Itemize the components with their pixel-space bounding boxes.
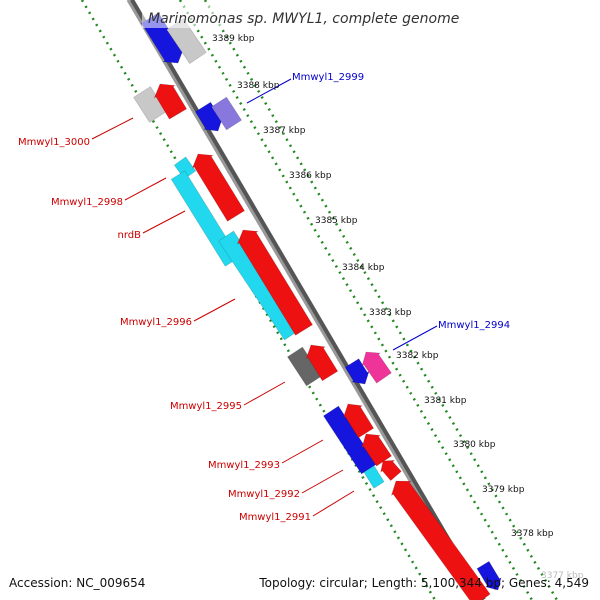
gene-label-mmwyl1-2996: Mmwyl1_2996 xyxy=(120,317,192,328)
gene-label-mmwyl1-2995: Mmwyl1_2995 xyxy=(170,401,242,412)
leader-mmwyl1-3000 xyxy=(91,117,134,140)
leader-mmwyl1-2991 xyxy=(312,490,355,517)
backbone-shadow xyxy=(128,0,486,600)
leader-nrdb xyxy=(142,210,186,234)
leader-mmwyl1-2994 xyxy=(392,325,438,351)
tick-label-3389: 3389 kbp xyxy=(212,34,255,44)
tick-label-3385: 3385 kbp xyxy=(315,216,358,226)
leader-mmwyl1-2996 xyxy=(193,298,236,322)
tick-label-3387: 3387 kbp xyxy=(263,126,306,136)
gene-mmwyl1-2992 xyxy=(361,433,393,467)
tick-label-3382: 3382 kbp xyxy=(396,351,439,361)
accession-text: Accession: NC_009654 xyxy=(9,576,145,590)
gene-label-mmwyl1-2991: Mmwyl1_2991 xyxy=(239,512,311,523)
genome-summary-text: Topology: circular; Length: 5,100,344 bp… xyxy=(258,576,589,590)
gene-label-mmwyl1-2999: Mmwyl1_2999 xyxy=(292,72,364,83)
tick-label-3379: 3379 kbp xyxy=(482,485,525,495)
gene-label-mmwyl1-2992: Mmwyl1_2992 xyxy=(228,489,300,500)
gene-mmwyl1-2996 xyxy=(236,229,314,336)
leader-mmwyl1-2999 xyxy=(246,78,292,104)
tick-label-3378: 3378 kbp xyxy=(511,529,554,539)
title-background xyxy=(142,6,428,28)
gene-features xyxy=(133,12,502,600)
leader-lines xyxy=(91,78,438,517)
gene-label-mmwyl1-2993: Mmwyl1_2993 xyxy=(208,460,280,471)
gene-label-nrdb: nrdB xyxy=(118,230,142,241)
tick-label-3377: 3377 kbp xyxy=(541,571,584,581)
gene-label-mmwyl1-2998: Mmwyl1_2998 xyxy=(51,197,123,208)
tick-label-3380: 3380 kbp xyxy=(453,440,496,450)
leader-mmwyl1-2995 xyxy=(243,381,286,406)
gene-reverse-bottom xyxy=(476,560,502,591)
gene-mmwyl1-2995 xyxy=(305,344,339,382)
tick-label-3386: 3386 kbp xyxy=(289,171,332,181)
gene-mmwyl1-2994-a xyxy=(344,358,370,385)
tick-label-3384: 3384 kbp xyxy=(342,263,385,273)
gene-mmwyl1-2999-b xyxy=(210,96,243,131)
leader-mmwyl1-2992 xyxy=(301,469,344,494)
map-title: Marinomonas sp. MWYL1, complete genome xyxy=(148,11,459,27)
gene-label-mmwyl1-2994: Mmwyl1_2994 xyxy=(438,320,510,331)
gene-mmwyl1-2992-cyan xyxy=(363,465,385,489)
gene-mmwyl1-2991-small xyxy=(380,459,402,482)
leader-mmwyl1-2998 xyxy=(124,177,167,201)
gene-label-mmwyl1-3000: Mmwyl1_3000 xyxy=(18,137,90,148)
gene-mmwyl1-2994-b xyxy=(361,351,392,384)
tick-label-3381: 3381 kbp xyxy=(424,396,467,406)
gene-mmwyl1-2991 xyxy=(390,480,491,600)
gene-mmwyl1-2998 xyxy=(191,153,246,222)
scale-ticks: 3389 kbp 3388 kbp 3387 kbp 3386 kbp 3385… xyxy=(212,34,584,581)
gene-mmwyl1-3000 xyxy=(153,83,188,120)
gene-mmwyl1-2993 xyxy=(342,403,375,439)
tick-label-3383: 3383 kbp xyxy=(369,308,412,318)
tick-label-3388: 3388 kbp xyxy=(237,81,280,91)
gene-labels: Mmwyl1_2999 Mmwyl1_3000 Mmwyl1_2998 nrdB… xyxy=(18,72,510,523)
dotted-tracks xyxy=(80,0,559,600)
leader-mmwyl1-2993 xyxy=(281,439,324,464)
